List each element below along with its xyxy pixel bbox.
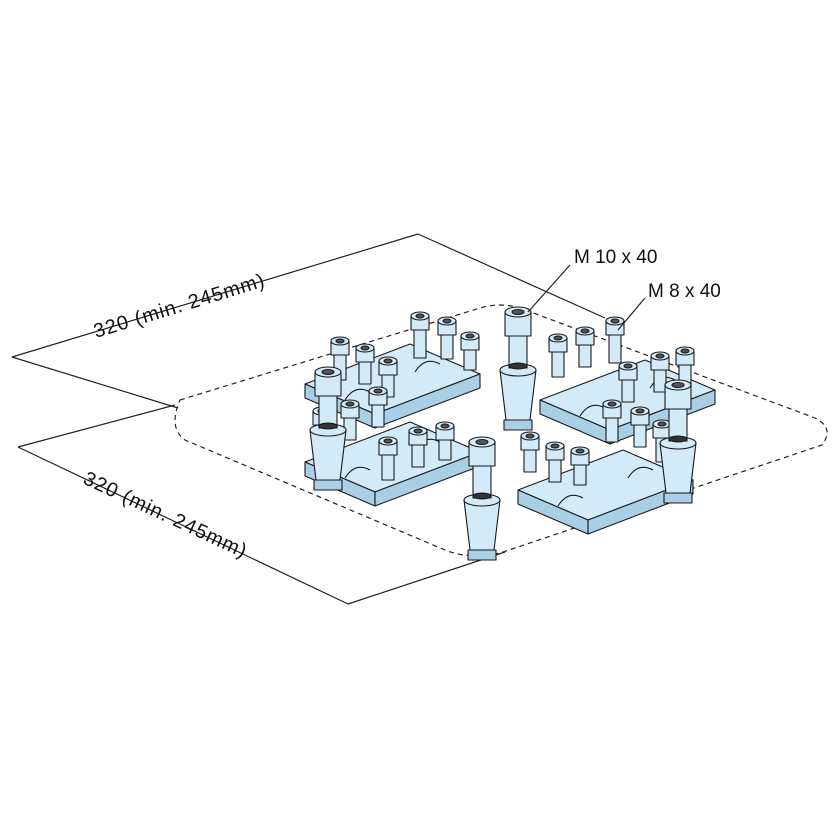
hex-socket-icon <box>465 333 475 339</box>
hex-socket-icon <box>550 443 560 449</box>
hex-socket-icon <box>415 313 425 319</box>
locating-pin-washer <box>318 422 338 430</box>
top-extension-line <box>417 233 606 319</box>
callout-screw: M 8 x 40 <box>617 281 721 331</box>
locating-pin-cone <box>463 499 501 551</box>
screw-shank <box>573 464 587 486</box>
hex-socket-icon <box>440 423 450 429</box>
hex-socket-icon <box>553 335 563 341</box>
screw-shank <box>438 439 452 461</box>
clamp-parts <box>304 306 716 561</box>
hex-socket-icon <box>511 308 525 316</box>
hex-socket-icon <box>360 345 370 351</box>
hex-socket-icon <box>671 381 685 389</box>
hex-socket-icon <box>345 401 355 407</box>
locating-pin-cone <box>309 429 347 481</box>
locating-pin-thread <box>467 549 497 561</box>
screw-shank <box>440 334 454 360</box>
bottom-dimension-label: 320 (min. 245mm) <box>80 468 251 563</box>
hex-socket-icon <box>607 401 617 407</box>
screw-shank <box>523 449 537 473</box>
screw-shank <box>621 379 635 403</box>
screw-shank <box>633 424 647 448</box>
locating-pin-cone <box>659 442 697 494</box>
screw-shank <box>548 459 562 483</box>
bottom-extension-line <box>347 551 506 605</box>
bottom-dimension-line <box>17 446 349 605</box>
screw-shank <box>608 334 622 364</box>
hex-socket-icon <box>383 438 393 444</box>
hex-socket-icon <box>575 448 585 454</box>
hex-socket-icon <box>623 363 633 369</box>
clamp-groove <box>557 466 654 507</box>
hex-socket-icon <box>580 328 590 334</box>
screw-shank <box>605 417 619 443</box>
locating-pin-thread <box>663 492 693 504</box>
callout-screw-label: M 8 x 40 <box>648 281 721 302</box>
locating-pin-washer <box>668 435 688 443</box>
screw-shank <box>463 349 477 371</box>
hex-socket-icon <box>442 318 452 324</box>
hex-socket-icon <box>525 433 535 439</box>
screw-shank <box>551 351 565 378</box>
hex-socket-icon <box>373 388 383 394</box>
hex-socket-icon <box>655 353 665 359</box>
locating-pin-washer <box>508 362 528 370</box>
screw-shank <box>371 404 385 428</box>
left-extension-line <box>11 356 179 409</box>
hex-socket-icon <box>610 318 620 324</box>
locating-pin-thread <box>313 479 343 491</box>
screw-shank <box>578 344 592 368</box>
locating-pin-cone <box>499 369 537 421</box>
callout-pin-leader <box>527 264 571 313</box>
locating-pin-washer <box>472 492 492 500</box>
hex-socket-icon <box>475 438 489 446</box>
top-dimension-label: 320 (min. 245mm) <box>91 270 268 343</box>
top-dimension-line <box>11 233 419 358</box>
hex-socket-icon <box>383 358 393 364</box>
screw-shank <box>358 361 372 385</box>
screw-shank <box>381 454 395 481</box>
bottom-left-extension-line <box>17 404 176 448</box>
screw-shank <box>411 444 425 468</box>
hex-socket-icon <box>680 348 690 354</box>
clamp-groove <box>344 360 441 401</box>
callout-pin: M 10 x 40 <box>527 247 657 313</box>
workpiece-outline <box>174 304 828 557</box>
locating-pin-thread <box>503 419 533 431</box>
callout-screw-leader <box>617 297 646 331</box>
hex-socket-icon <box>335 338 345 344</box>
callout-pin-label: M 10 x 40 <box>574 247 657 268</box>
hex-socket-icon <box>657 421 667 427</box>
screw-shank <box>653 369 667 393</box>
hex-socket-icon <box>321 368 335 376</box>
hex-socket-icon <box>635 408 645 414</box>
hex-socket-icon <box>413 428 423 434</box>
screw-shank <box>413 329 427 359</box>
